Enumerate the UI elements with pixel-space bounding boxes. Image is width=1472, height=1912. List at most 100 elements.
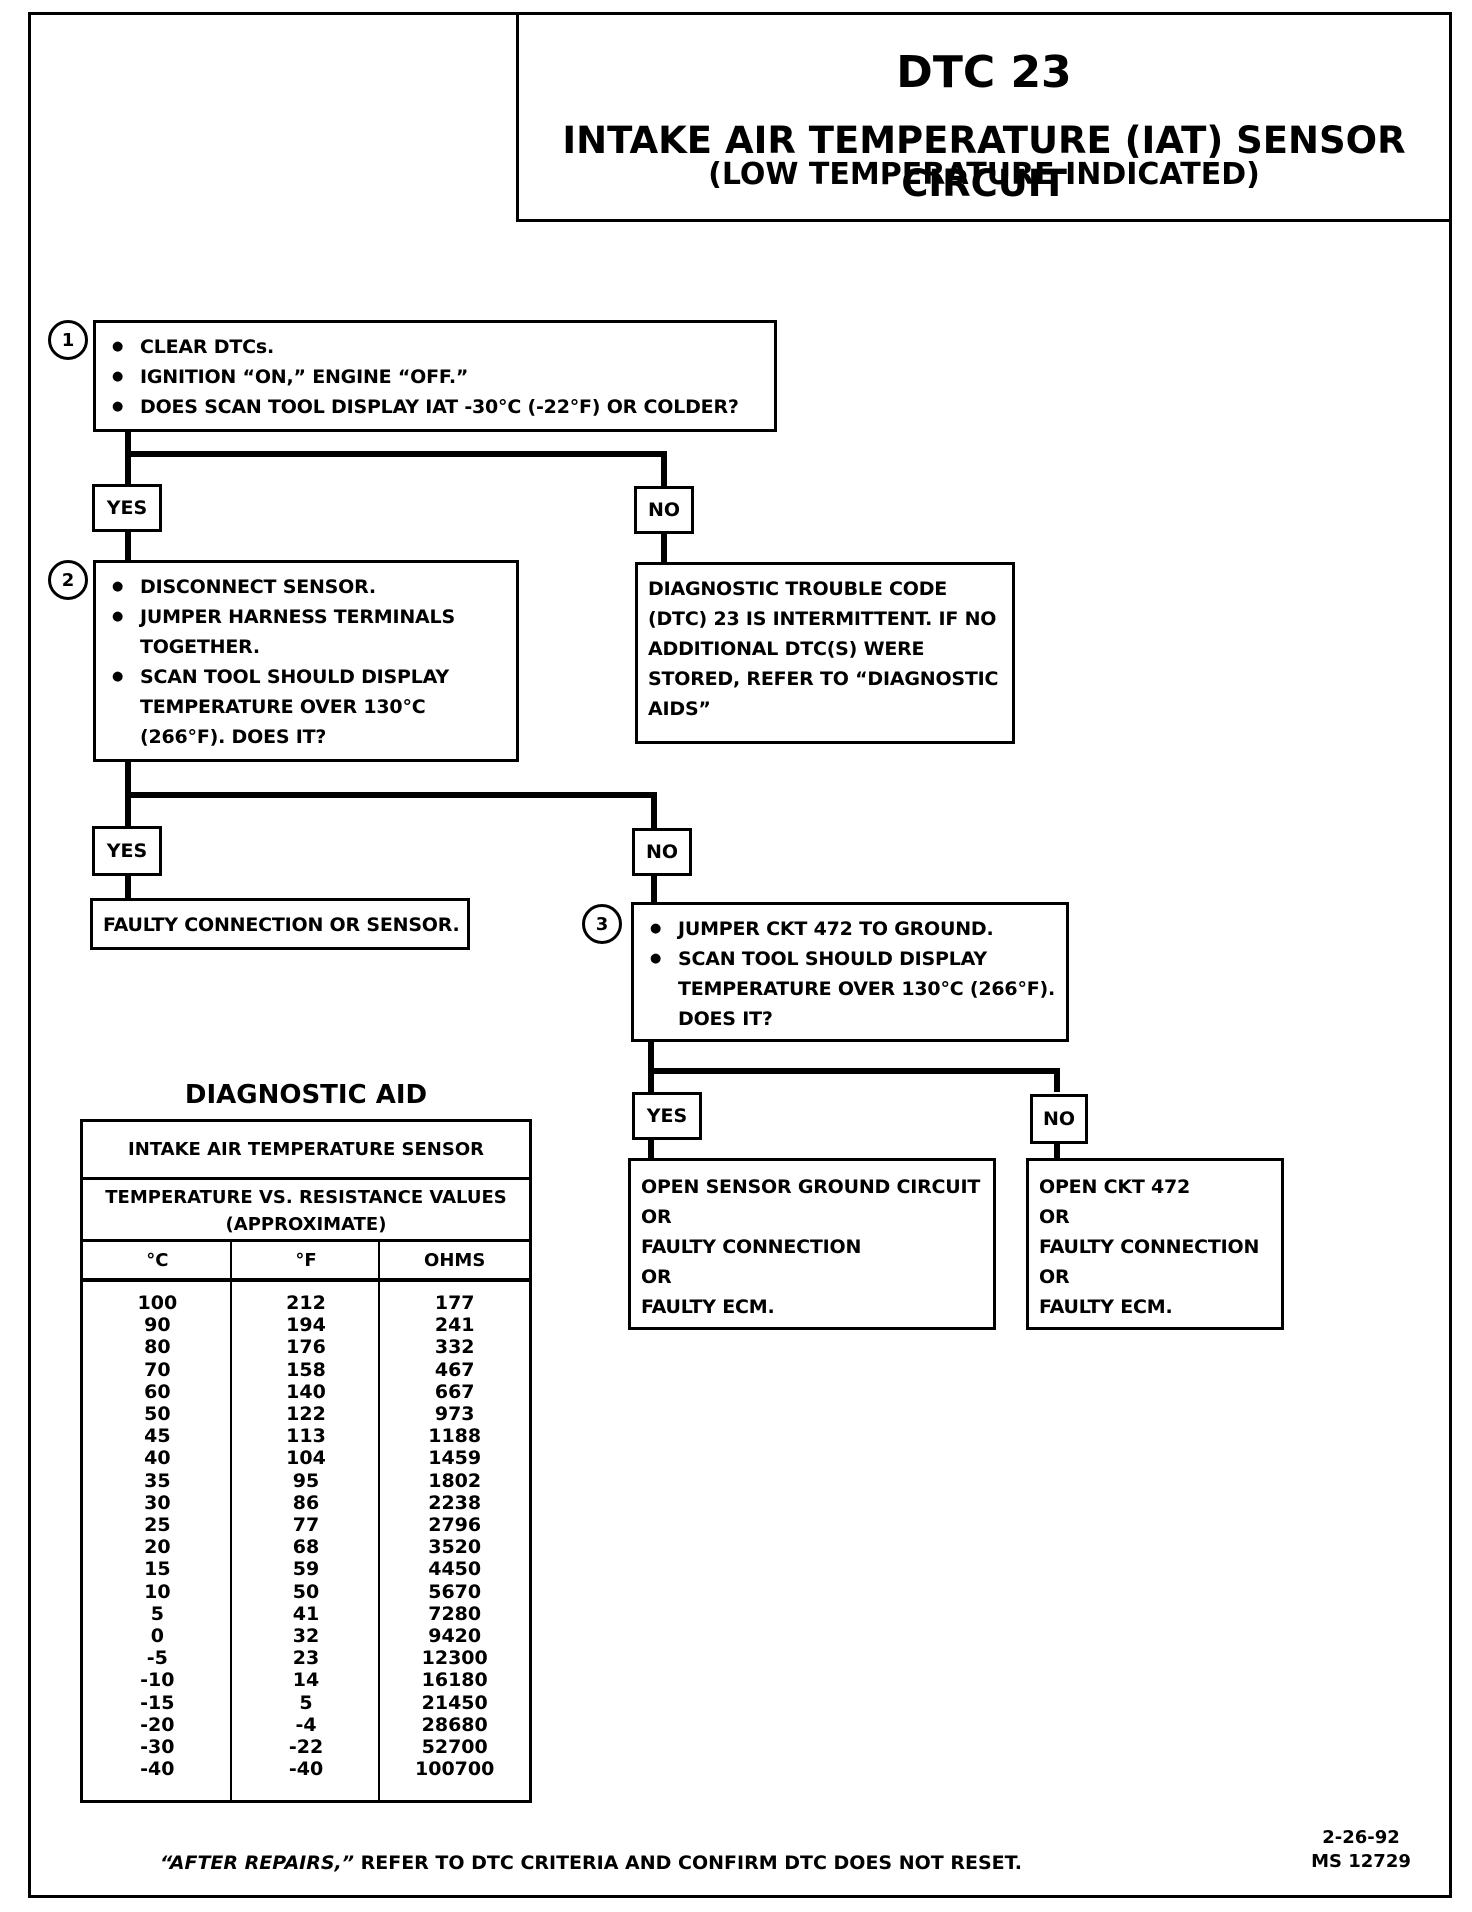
table-subtitle: TEMPERATURE VS. RESISTANCE VALUES (APPRO…	[83, 1180, 529, 1242]
document-date: 2-26-92	[1322, 1827, 1400, 1848]
ohms-cell: 12300	[421, 1647, 488, 1670]
fahrenheit-cell: 95	[292, 1469, 320, 1492]
result-intermittent-box: DIAGNOSTIC TROUBLE CODE (DTC) 23 IS INTE…	[635, 562, 1015, 744]
step-number: 2	[48, 560, 88, 600]
celsius-cell: 30	[144, 1491, 171, 1514]
table-title: INTAKE AIR TEMPERATURE SENSOR	[83, 1122, 529, 1180]
connector-line	[648, 1138, 654, 1160]
celsius-cell: 100	[137, 1292, 178, 1314]
ohms-cell: 1802	[428, 1469, 482, 1492]
celsius-cell: -10	[140, 1669, 175, 1692]
ohms-cell: 100700	[415, 1758, 495, 1781]
column-header-ohms: OHMS	[424, 1249, 486, 1271]
connector-line	[1054, 1142, 1060, 1160]
footer-text: REFER TO DTC CRITERIA AND CONFIRM DTC DO…	[354, 1852, 1022, 1874]
result-line: OR	[1039, 1266, 1070, 1288]
ohms-cell: 28680	[421, 1713, 488, 1736]
yes-label: YES	[92, 484, 162, 532]
fahrenheit-cell: 32	[292, 1625, 320, 1648]
ohms-cell: 1459	[428, 1447, 482, 1470]
connector-line	[125, 530, 131, 560]
ohms-cell: 667	[434, 1380, 475, 1403]
fahrenheit-cell: 50	[292, 1580, 320, 1603]
ohms-cell: 2238	[428, 1491, 482, 1514]
step-2-bullet: JUMPER HARNESS TERMINALS TOGETHER.	[106, 602, 506, 662]
celsius-cell: 60	[144, 1380, 171, 1403]
connector-line	[661, 451, 667, 489]
result-intermittent-text: DIAGNOSTIC TROUBLE CODE (DTC) 23 IS INTE…	[648, 578, 999, 720]
result-line: OR	[1039, 1206, 1070, 1228]
step-3-bullet: JUMPER CKT 472 TO GROUND.	[644, 914, 1056, 944]
celsius-cell: 20	[144, 1536, 171, 1559]
step-number: 3	[582, 904, 622, 944]
step-2-box: DISCONNECT SENSOR. JUMPER HARNESS TERMIN…	[93, 560, 519, 762]
connector-line	[648, 1068, 1060, 1074]
fahrenheit-cell: 113	[286, 1425, 326, 1448]
ohms-cell: 21450	[421, 1691, 488, 1714]
celsius-cell: 35	[144, 1469, 171, 1492]
celsius-cell: 40	[144, 1447, 171, 1470]
ohms-cell: 7280	[428, 1602, 482, 1625]
celsius-cell: -15	[140, 1691, 175, 1714]
step-2-bullet: DISCONNECT SENSOR.	[106, 572, 506, 602]
ohms-cell: 177	[434, 1292, 475, 1314]
page-title: INTAKE AIR TEMPERATURE (IAT) SENSOR CIRC…	[562, 119, 1406, 205]
step-1-bullet: IGNITION “ON,” ENGINE “OFF.”	[106, 362, 774, 392]
fahrenheit-cell: 68	[292, 1536, 320, 1559]
fahrenheit-cell: 77	[292, 1514, 320, 1537]
fahrenheit-cell: 212	[286, 1292, 326, 1314]
celsius-cell: -20	[140, 1713, 175, 1736]
dtc-code: DTC 23	[896, 47, 1072, 98]
document-ref: MS 12729	[1311, 1851, 1411, 1872]
celsius-cell: 25	[144, 1514, 171, 1537]
connector-line	[125, 430, 131, 494]
yes-label: YES	[92, 826, 162, 876]
connector-line	[125, 792, 657, 798]
celsius-cell: 10	[144, 1580, 171, 1603]
yes-label: YES	[632, 1092, 702, 1140]
ohms-cell: 9420	[428, 1625, 482, 1648]
column-divider	[230, 1242, 232, 1800]
step-3-bullet: SCAN TOOL SHOULD DISPLAY TEMPERATURE OVE…	[644, 944, 1056, 1034]
connector-line	[651, 792, 657, 828]
celsius-cell: -30	[140, 1736, 175, 1759]
column-divider	[378, 1242, 380, 1800]
ohms-cell: 5670	[428, 1580, 482, 1603]
fahrenheit-cell: 194	[286, 1314, 326, 1337]
column-header-fahrenheit: °F	[295, 1249, 317, 1271]
connector-line	[125, 874, 131, 900]
result-open-ckt-box: OPEN CKT 472 OR FAULTY CONNECTION OR FAU…	[1026, 1158, 1284, 1330]
result-line: OR	[641, 1266, 672, 1288]
connector-line	[661, 532, 667, 562]
fahrenheit-cell: -4	[295, 1713, 317, 1736]
celsius-cell: 0	[150, 1625, 164, 1648]
step-2-bullet: SCAN TOOL SHOULD DISPLAY TEMPERATURE OVE…	[106, 662, 506, 752]
page-subtitle: (LOW TEMPERATURE INDICATED)	[708, 157, 1260, 192]
result-line: OPEN CKT 472	[1039, 1176, 1191, 1198]
step-number: 1	[48, 320, 88, 360]
ohms-cell: 241	[434, 1314, 475, 1337]
step-1-bullet: CLEAR DTCs.	[106, 332, 774, 362]
footer-note: “AFTER REPAIRS,” REFER TO DTC CRITERIA A…	[160, 1852, 1022, 1874]
celsius-cell: 50	[144, 1403, 171, 1426]
ohms-cell: 4450	[428, 1558, 482, 1581]
celsius-cell: 80	[144, 1336, 171, 1359]
footer-emphasis: “AFTER REPAIRS,”	[160, 1852, 354, 1874]
table-subtitle-line: TEMPERATURE VS. RESISTANCE VALUES	[105, 1187, 507, 1208]
fahrenheit-cell: 23	[292, 1647, 320, 1670]
celsius-cell: 90	[144, 1314, 171, 1337]
fahrenheit-cell: 86	[292, 1491, 320, 1514]
result-line: FAULTY CONNECTION	[1039, 1236, 1260, 1258]
title-block: DTC 23 INTAKE AIR TEMPERATURE (IAT) SENS…	[516, 12, 1452, 222]
fahrenheit-cell: 41	[292, 1602, 320, 1625]
ohms-cell: 973	[434, 1403, 475, 1426]
step-3-box: JUMPER CKT 472 TO GROUND. SCAN TOOL SHOU…	[631, 902, 1069, 1042]
result-line: OR	[641, 1206, 672, 1228]
ohms-cell: 16180	[421, 1669, 488, 1692]
step-1-box: CLEAR DTCs. IGNITION “ON,” ENGINE “OFF.”…	[93, 320, 777, 432]
fahrenheit-cell: 104	[286, 1447, 326, 1470]
resistance-table: INTAKE AIR TEMPERATURE SENSOR TEMPERATUR…	[80, 1119, 532, 1803]
